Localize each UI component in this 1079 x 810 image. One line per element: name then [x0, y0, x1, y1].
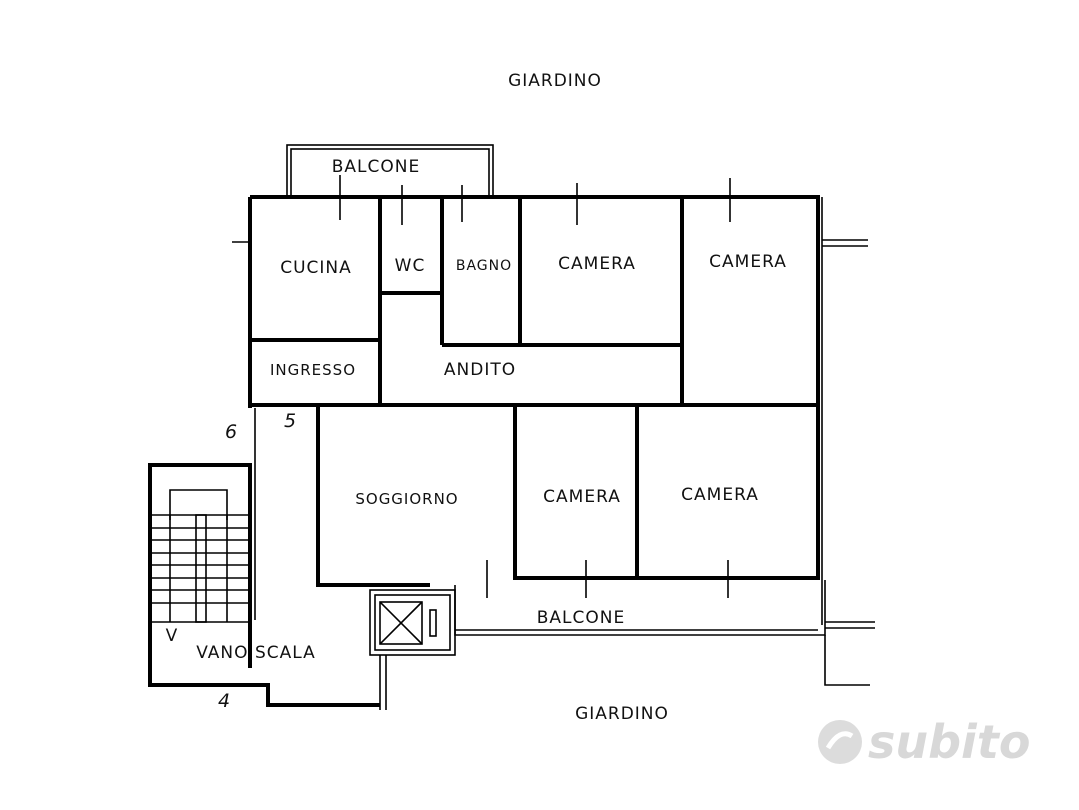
marker-5: 5 — [284, 410, 296, 432]
label-camera-3: CAMERA — [543, 487, 621, 507]
label-camera-2: CAMERA — [709, 252, 787, 272]
label-garden-bottom: GIARDINO — [575, 704, 669, 724]
label-soggiorno: SOGGIORNO — [355, 490, 458, 508]
label-balcone-bottom: BALCONE — [537, 608, 625, 628]
label-bagno: BAGNO — [456, 258, 512, 274]
staircase — [152, 489, 248, 623]
label-andito: ANDITO — [444, 360, 516, 380]
label-camera-4: CAMERA — [681, 485, 759, 505]
label-vano-scala: VANO SCALA — [196, 643, 315, 663]
elevator-icon — [369, 589, 456, 656]
label-wc: WC — [395, 256, 426, 276]
walls — [148, 144, 875, 710]
subito-logo: subito — [818, 715, 1030, 769]
label-ingresso: INGRESSO — [270, 361, 356, 379]
label-garden-top: GIARDINO — [508, 71, 602, 91]
subito-logo-text: subito — [868, 715, 1030, 769]
label-balcone-top: BALCONE — [332, 157, 420, 177]
subito-logo-icon — [818, 720, 862, 764]
label-camera-1: CAMERA — [558, 254, 636, 274]
marker-6: 6 — [225, 421, 237, 443]
marker-v: V — [166, 626, 179, 646]
label-cucina: CUCINA — [280, 258, 352, 278]
marker-4: 4 — [218, 690, 230, 712]
